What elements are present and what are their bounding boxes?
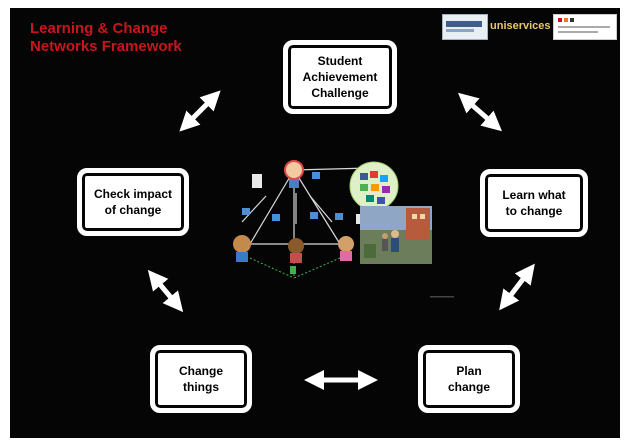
node-plan-line-1: Plan: [456, 364, 482, 378]
node-plan-change: Plan change: [418, 345, 520, 413]
slide-title-line-2: Networks Framework: [30, 38, 182, 55]
slide-title-line-1: Learning & Change: [30, 20, 168, 37]
node-learn-line-2: to change: [505, 204, 563, 218]
node-check-line-1: Check impact: [93, 187, 173, 201]
uniservices-logo: uniservices: [490, 20, 551, 32]
node-student-achievement-challenge: Student Achievement Challenge: [283, 40, 397, 114]
node-student-line-2: Achievement: [302, 70, 378, 84]
arrow-check-to-student: [179, 90, 221, 132]
node-learn-what-to-change: Learn what to change: [480, 169, 588, 237]
slide: Learning & Change Networks Framework uni…: [10, 8, 620, 438]
diagram-graphics: [147, 90, 535, 390]
person-left: [233, 235, 251, 253]
person-top: [284, 160, 304, 180]
node-check-line-2: of change: [104, 203, 162, 217]
person-right: [338, 236, 354, 252]
arrow-change-to-check: [147, 269, 184, 313]
partner-logo-right: [553, 14, 617, 40]
node-change-line-2: things: [183, 380, 219, 394]
node-plan-line-2: change: [447, 380, 490, 394]
arrow-student-to-learn: [457, 92, 503, 132]
node-change-things: Change things: [150, 345, 252, 413]
person-center: [288, 238, 304, 254]
arrow-learn-to-plan: [499, 263, 535, 311]
network-illustration: [233, 160, 454, 298]
partner-logo-left: [442, 14, 488, 40]
node-change-line-1: Change: [178, 364, 223, 378]
node-check-impact-of-change: Check impact of change: [77, 168, 189, 236]
node-student-line-1: Student: [317, 54, 363, 68]
node-learn-line-1: Learn what: [502, 188, 566, 202]
node-student-line-3: Challenge: [311, 86, 369, 100]
